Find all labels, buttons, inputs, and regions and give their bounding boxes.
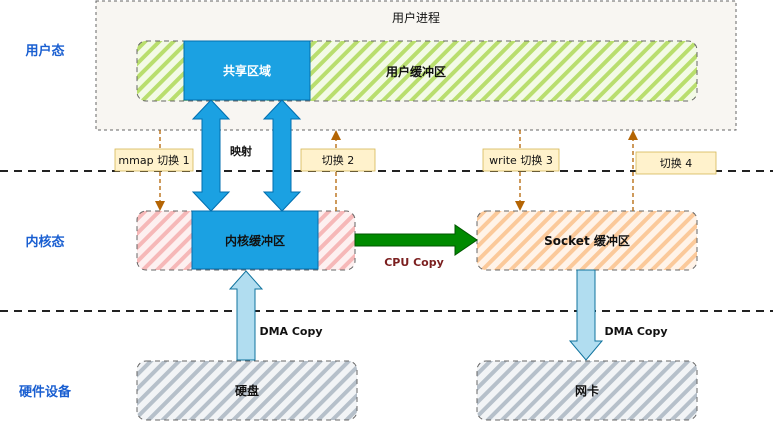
shared-region-box (183, 40, 311, 101)
layer-label-user: 用户态 (24, 43, 64, 59)
switch-label-3-bg (482, 148, 560, 172)
mapping-arrow-right (262, 99, 302, 212)
mapping-label: 映射 (230, 144, 252, 158)
dma-copy-label-left: DMA Copy (259, 325, 322, 338)
switch-label-4-bg (635, 151, 717, 175)
dma-copy-label-right: DMA Copy (604, 325, 667, 338)
switch-arrow-4 (628, 130, 638, 211)
mapping-arrow-left (191, 99, 231, 212)
switch-label-2: 切换 2 (322, 153, 355, 167)
switch-label-1-bg (114, 148, 194, 172)
dma-copy-arrow-nic (568, 269, 604, 361)
nic-label: 网卡 (575, 383, 599, 398)
switch-label-1: mmap 切换 1 (118, 153, 189, 167)
switch-label-3: write 切换 3 (489, 153, 553, 167)
disk-box (136, 360, 358, 421)
nic-box (476, 360, 698, 421)
kernel-buffer-label: 内核缓冲区 (225, 233, 285, 248)
kernel-buffer-box (191, 210, 319, 270)
user-buffer-label: 用户缓冲区 (385, 64, 446, 79)
disk-label: 硬盘 (235, 383, 259, 398)
cpu-copy-label: CPU Copy (384, 256, 444, 269)
cpu-copy-arrow (354, 224, 478, 256)
socket-buffer-label: Socket 缓冲区 (544, 233, 630, 248)
layer-label-hardware: 硬件设备 (19, 384, 72, 400)
layer-label-kernel: 内核态 (25, 234, 64, 250)
switch-label-2-bg (300, 148, 376, 172)
user-process-title: 用户进程 (392, 10, 440, 25)
shared-region-label: 共享区域 (223, 63, 271, 78)
switch-arrow-2 (331, 130, 341, 211)
dma-copy-arrow-disk (228, 270, 264, 361)
switch-label-4: 切换 4 (660, 156, 693, 170)
